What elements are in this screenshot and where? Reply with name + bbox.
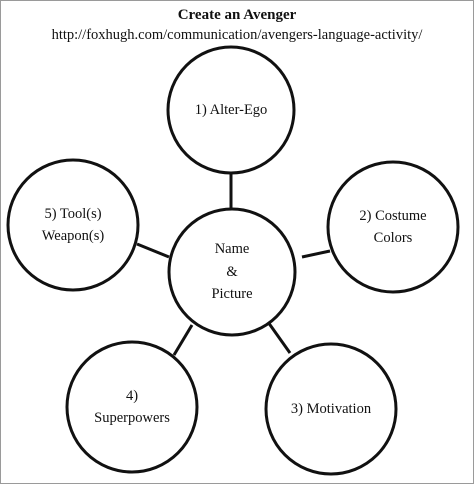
source-url: http://foxhugh.com/communication/avenger… [51,27,423,43]
connector-superpowers [172,324,194,356]
center-label-line-1: Name [214,241,250,258]
superpowers-label: 4) Superpowers [72,347,192,467]
costume-colors-label: 2) Costume Colors [333,167,453,287]
costume-colors-label-line-2: Colors [373,230,413,246]
connector-costume-colors [301,249,331,259]
center-label: Name & Picture [172,212,292,332]
circles [6,45,460,476]
node-circle-motivation [264,342,398,476]
tool-weapon-label-line-2: Weapon(s) [41,228,105,244]
alter-ego-label: 1) Alter-Ego [171,50,291,170]
connector-motivation [266,321,292,354]
center-circle [167,207,297,337]
connector-tool-weapon [136,242,170,259]
node-circle-costume-colors [326,160,460,294]
node-circle-tool-weapon [6,158,140,292]
motivation-label: 3) Motivation [271,349,391,469]
costume-colors-label-line-1: 2) Costume [359,207,427,224]
motivation-label-line-1: 3) Motivation [290,400,372,417]
center-label-line-2: & [226,263,238,280]
diagram-title: Create an Avenger [177,7,297,23]
center-label-line-3: Picture [211,286,253,303]
alter-ego-label-line-1: 1) Alter-Ego [194,101,268,118]
superpowers-label-line-2: Superpowers [94,410,170,426]
superpowers-label-line-1: 4) [125,387,139,404]
tool-weapon-label: 5) Tool(s) Weapon(s) [13,165,133,285]
tool-weapon-label-line-1: 5) Tool(s) [44,205,102,222]
node-circle-superpowers [65,340,199,474]
node-circle-alter-ego [166,45,296,175]
